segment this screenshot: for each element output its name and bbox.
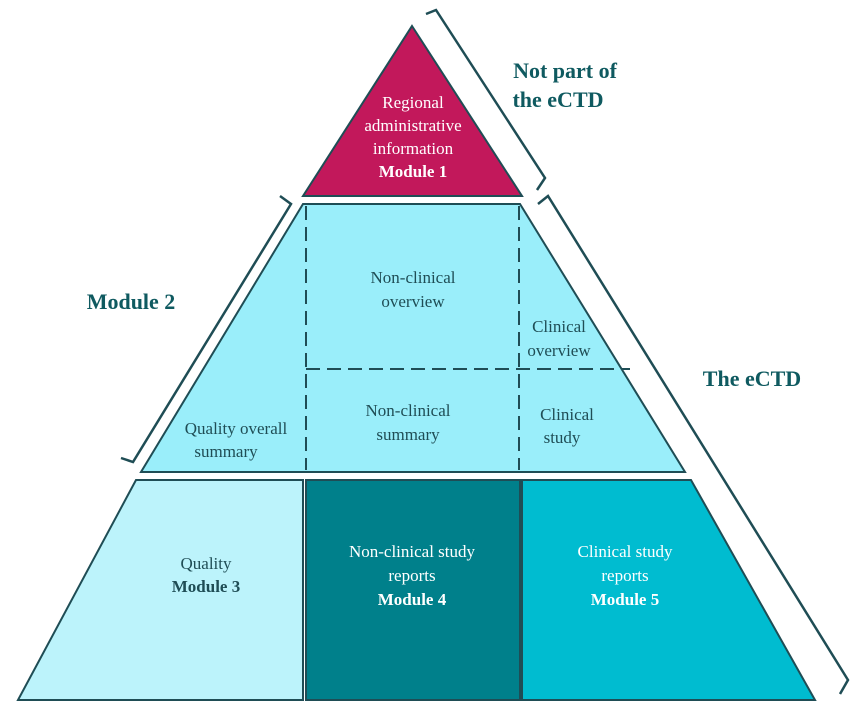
not-part-label-line2: the eCTD	[512, 87, 603, 112]
clinical-overview-line2: overview	[527, 341, 591, 360]
module1-line1: Regional	[382, 93, 444, 112]
module1-title: Module 1	[379, 162, 447, 181]
module4-line1: Non-clinical study	[349, 542, 476, 561]
nonclinical-overview-line1: Non-clinical	[371, 268, 456, 287]
brace-ectd	[537, 194, 850, 695]
module4-text: Non-clinical study reports Module 4	[349, 542, 476, 609]
clinical-study-line2: study	[544, 428, 581, 447]
brace-not-part-of-ectd	[425, 8, 547, 191]
module5-title: Module 5	[591, 590, 659, 609]
quality-overall-summary-line2: summary	[194, 442, 258, 461]
module5-line2: reports	[601, 566, 648, 585]
module5-line1: Clinical study	[578, 542, 673, 561]
nonclinical-summary-line1: Non-clinical	[366, 401, 451, 420]
nonclinical-summary-line2: summary	[376, 425, 440, 444]
module1-line2: administrative	[364, 116, 461, 135]
module2-shape	[139, 203, 687, 473]
module1-shape	[301, 24, 524, 197]
module4-shape	[305, 479, 521, 701]
module2-dividers	[305, 206, 630, 470]
quality-overall-summary-line1: Quality overall	[185, 419, 288, 438]
side-labels: Not part of the eCTD Module 2 The eCTD	[87, 58, 802, 391]
nonclinical-overview-line2: overview	[381, 292, 445, 311]
module5-shape	[521, 479, 817, 701]
the-ectd-label: The eCTD	[703, 366, 801, 391]
module4-line2: reports	[388, 566, 435, 585]
module5-text: Clinical study reports Module 5	[578, 542, 673, 609]
module3-shape	[16, 479, 304, 701]
not-part-label-line1: Not part of	[513, 58, 618, 83]
module1-line3: information	[373, 139, 454, 158]
module2-text: Non-clinical overview Clinical overview …	[185, 268, 594, 461]
module2-side-label: Module 2	[87, 289, 176, 314]
clinical-study-line1: Clinical	[540, 405, 594, 424]
module1-text: Regional administrative information Modu…	[364, 93, 461, 181]
module3-text: Quality Module 3	[172, 554, 240, 596]
module3-title: Module 3	[172, 577, 240, 596]
module3-line1: Quality	[181, 554, 232, 573]
clinical-overview-line1: Clinical	[532, 317, 586, 336]
module4-title: Module 4	[378, 590, 447, 609]
brace-module2	[120, 194, 293, 464]
